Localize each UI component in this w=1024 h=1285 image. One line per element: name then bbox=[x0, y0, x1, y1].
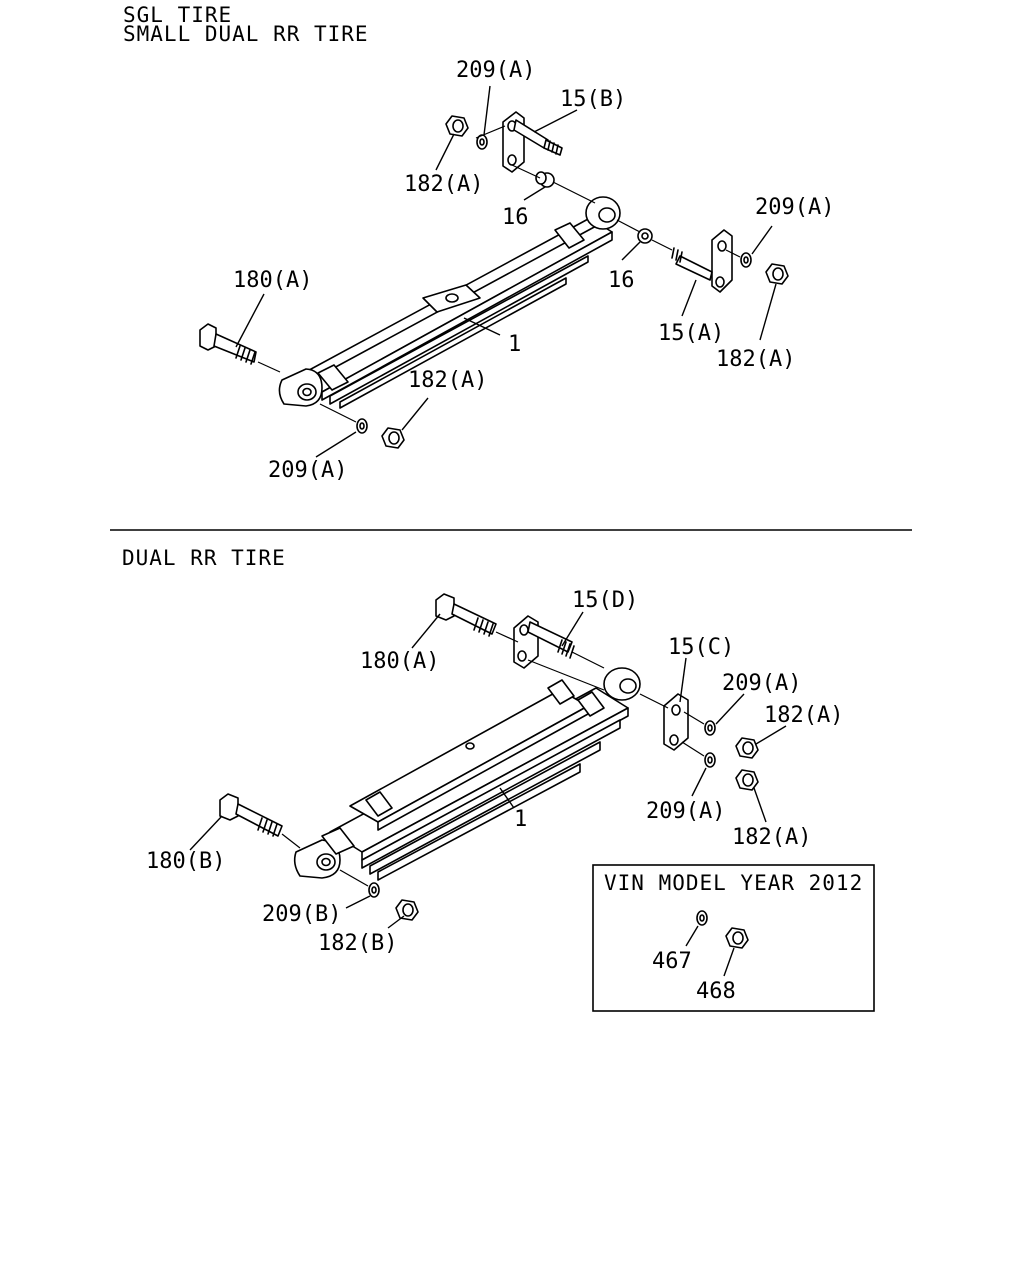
callout-spring-bottom: 1 bbox=[514, 807, 527, 832]
bottom-shackle-d bbox=[513, 615, 575, 669]
callout-180a-bottom: 180(A) bbox=[360, 649, 439, 674]
top-washer-front bbox=[356, 418, 368, 434]
callout-209a-bottom-upper: 209(A) bbox=[722, 671, 801, 696]
callout-16-upper: 16 bbox=[502, 205, 529, 230]
bottom-washer-upper bbox=[704, 720, 716, 736]
vin-model-year-box: VIN MODEL YEAR 2012 467 468 bbox=[592, 864, 875, 1012]
callout-209a-top-front: 209(A) bbox=[268, 458, 347, 483]
top-heading-line1: SGL TIRE bbox=[123, 3, 232, 27]
callout-467: 467 bbox=[652, 949, 692, 974]
top-washer-upper bbox=[476, 134, 488, 150]
callout-180b: 180(B) bbox=[146, 849, 225, 874]
top-leaf-spring bbox=[278, 196, 621, 409]
callout-15a: 15(A) bbox=[658, 321, 724, 346]
callout-182a-bottom-lower: 182(A) bbox=[732, 825, 811, 850]
callout-182a-top-right: 182(A) bbox=[716, 347, 795, 372]
bottom-nut-b bbox=[395, 899, 419, 921]
vin-washer bbox=[696, 910, 708, 926]
top-heading-line2: SMALL DUAL RR TIRE bbox=[123, 22, 369, 46]
callout-16-lower: 16 bbox=[608, 268, 635, 293]
bottom-nut-lower bbox=[735, 769, 759, 791]
callout-spring-top: 1 bbox=[508, 332, 521, 357]
bottom-washer-lower bbox=[704, 752, 716, 768]
callout-182a-top-front: 182(A) bbox=[408, 368, 487, 393]
top-bushing-upper bbox=[535, 171, 555, 188]
callout-182a-bottom-upper: 182(A) bbox=[764, 703, 843, 728]
callout-182b: 182(B) bbox=[318, 931, 397, 956]
callout-209b: 209(B) bbox=[262, 902, 341, 927]
bottom-shackle-c bbox=[663, 693, 689, 751]
top-nut-front bbox=[381, 427, 405, 449]
callout-209a-top-upper: 209(A) bbox=[456, 58, 535, 83]
top-nut-right bbox=[765, 263, 789, 285]
bottom-section: DUAL RR TIRE bbox=[122, 546, 875, 1012]
bottom-leaf-spring bbox=[293, 667, 641, 881]
top-shackle-a bbox=[671, 229, 733, 293]
callout-182a-top-upper: 182(A) bbox=[404, 172, 483, 197]
callout-180a-top: 180(A) bbox=[233, 268, 312, 293]
bottom-nut-upper bbox=[735, 737, 759, 759]
bottom-washer-b bbox=[368, 882, 380, 898]
top-nut-upper bbox=[445, 115, 469, 137]
bottom-bolt-b bbox=[219, 793, 283, 837]
top-bolt bbox=[199, 323, 257, 365]
vin-nut bbox=[725, 927, 749, 949]
callout-209a-bottom-lower: 209(A) bbox=[646, 799, 725, 824]
top-section: SGL TIRE SMALL DUAL RR TIRE bbox=[123, 3, 834, 483]
callout-15b: 15(B) bbox=[560, 87, 626, 112]
callout-468: 468 bbox=[696, 979, 736, 1004]
bottom-heading: DUAL RR TIRE bbox=[122, 546, 286, 570]
bottom-bolt-a bbox=[435, 593, 497, 637]
vin-box-title: VIN MODEL YEAR 2012 bbox=[604, 871, 863, 895]
callout-15c: 15(C) bbox=[668, 635, 734, 660]
callout-209a-top-right: 209(A) bbox=[755, 195, 834, 220]
top-shackle-b bbox=[502, 111, 563, 173]
top-bushing-lower bbox=[637, 228, 653, 244]
top-washer-right bbox=[740, 252, 752, 268]
callout-15d: 15(D) bbox=[572, 588, 638, 613]
